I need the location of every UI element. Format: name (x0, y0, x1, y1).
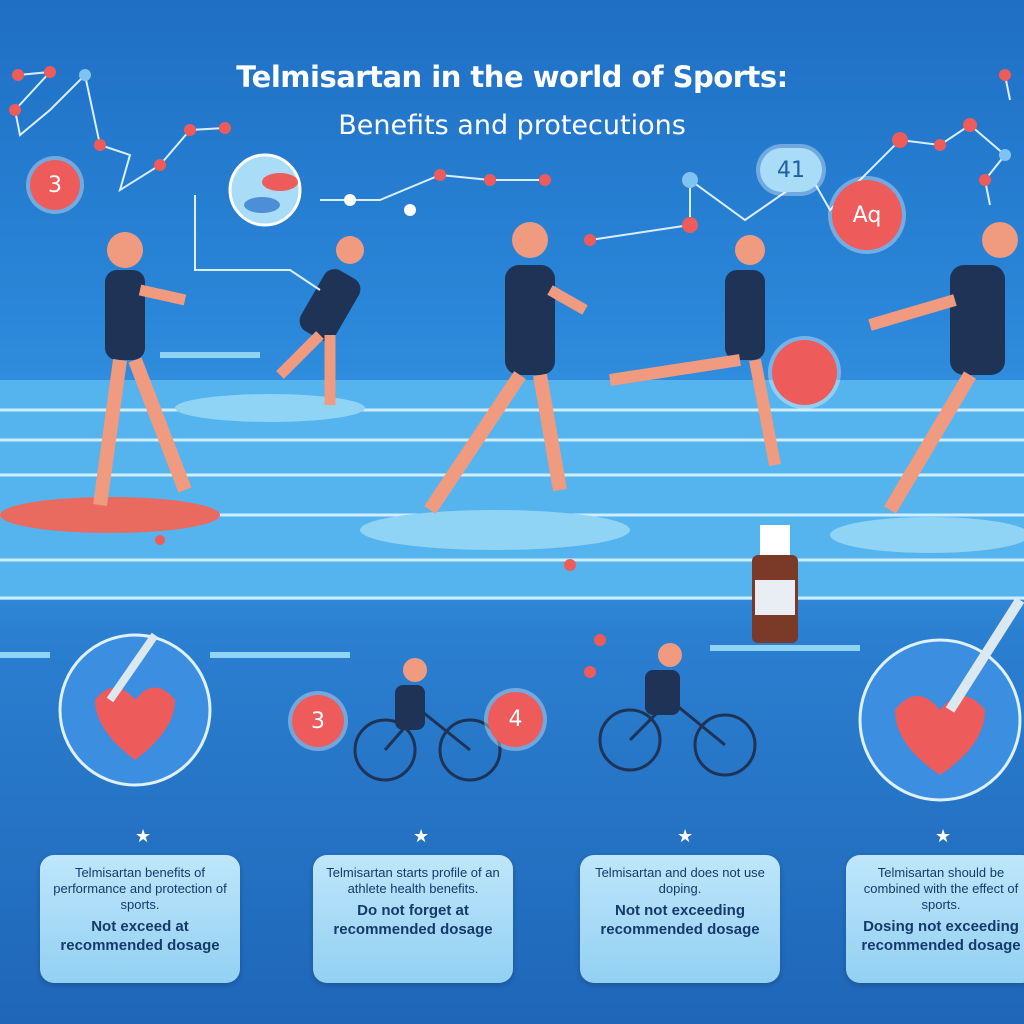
cyclists (353, 643, 757, 782)
running-track (0, 380, 1024, 600)
info-card: Telmisartan should be combined with the … (846, 855, 1024, 983)
number-badge: Aq (832, 180, 902, 250)
page-title: Telmisartan in the world of Sports: (236, 60, 788, 94)
runners (93, 222, 1018, 514)
cloud-badge: 41 (760, 148, 822, 192)
info-card: Telmisartan benefits of performance and … (40, 855, 240, 983)
star-icon: ★ (935, 826, 952, 847)
number-badge: 3 (30, 160, 80, 210)
heart-syringe-circle-right (858, 597, 1024, 802)
surf-boards (0, 394, 1024, 553)
card-warning: Not exceed at recommended dosage (60, 918, 220, 954)
star-icon: ★ (677, 826, 694, 847)
medicine-bottle-icon (752, 525, 798, 643)
card-description: Telmisartan and does not use doping. (595, 865, 765, 896)
card-warning: Not not exceeding recommended dosage (600, 902, 760, 938)
card-description: Telmisartan should be combined with the … (863, 865, 1019, 912)
star-icon: ★ (135, 826, 152, 847)
molecule-nodes (9, 66, 1011, 678)
card-description: Telmisartan starts profile of an athlete… (326, 865, 500, 896)
number-badge: 4 (488, 692, 543, 747)
heart-syringe-circle-left (58, 632, 212, 787)
info-card: Telmisartan and does not use doping. Not … (580, 855, 780, 983)
page-subtitle: Benefits and protecutions (338, 110, 686, 141)
card-warning: Dosing not exceeding recommended dosage (861, 918, 1021, 954)
number-badge: 3 (292, 695, 344, 747)
card-warning: Do not forget at recommended dosage (333, 902, 493, 938)
info-card: Telmisartan starts profile of an athlete… (313, 855, 513, 983)
heart-badge-icon (772, 340, 837, 405)
pill-icon (228, 153, 302, 227)
star-icon: ★ (413, 826, 430, 847)
connector-lines (0, 352, 860, 658)
card-description: Telmisartan benefits of performance and … (53, 865, 227, 912)
